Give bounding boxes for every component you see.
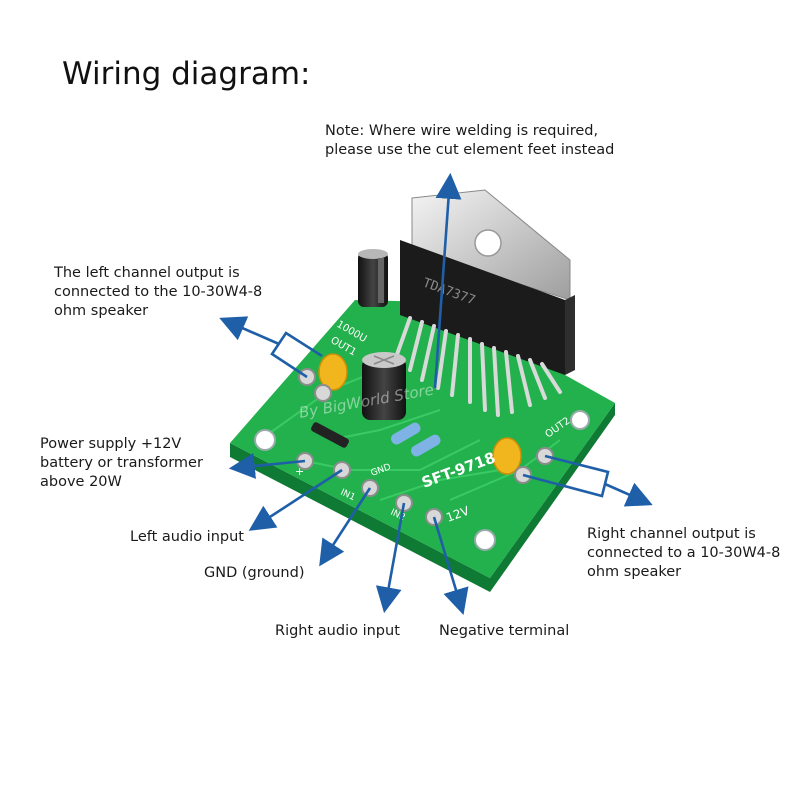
ceramic-capacitor-left bbox=[318, 353, 348, 391]
silk-plus: + bbox=[295, 465, 304, 478]
arrow-negative bbox=[432, 516, 469, 615]
ic-side bbox=[565, 295, 575, 375]
mounting-hole bbox=[254, 429, 276, 451]
large-capacitor bbox=[362, 352, 406, 420]
arrow-left-output bbox=[219, 316, 280, 346]
ic-body bbox=[400, 240, 565, 375]
welding-note: Note: Where wire welding is required, pl… bbox=[325, 123, 615, 158]
amplifier-ic: TDA7377 bbox=[400, 240, 575, 375]
heatsink-hole bbox=[474, 229, 502, 257]
right-audio-label: Right audio input bbox=[275, 623, 400, 639]
arrow-gnd bbox=[319, 487, 372, 567]
small-capacitor-stripe bbox=[378, 258, 384, 303]
gnd-label: GND (ground) bbox=[204, 565, 305, 581]
right-output-label: Right channel output is connected to a 1… bbox=[587, 526, 781, 580]
mounting-hole bbox=[570, 410, 590, 430]
negative-label: Negative terminal bbox=[439, 623, 570, 639]
ic-legs bbox=[393, 316, 562, 417]
arrows bbox=[219, 172, 653, 615]
resistor bbox=[390, 422, 421, 445]
power-supply-label: Power supply +12V battery or transformer… bbox=[40, 436, 203, 490]
large-capacitor-vent bbox=[373, 355, 395, 365]
arrow-right-output bbox=[604, 482, 653, 507]
heatsink bbox=[411, 189, 571, 301]
arrow-right-audio bbox=[375, 502, 406, 614]
page-title: Wiring diagram: bbox=[62, 56, 311, 92]
pcb-edge bbox=[230, 403, 615, 592]
resistor bbox=[410, 434, 441, 457]
diode bbox=[311, 422, 349, 448]
small-capacitor bbox=[358, 249, 388, 307]
small-capacitor-top bbox=[358, 249, 388, 259]
pad-out1-b bbox=[314, 384, 332, 402]
mounting-hole bbox=[474, 529, 496, 551]
resistors bbox=[311, 422, 441, 457]
arrow-power-supply bbox=[228, 453, 306, 479]
large-capacitor-body bbox=[362, 358, 406, 420]
left-output-label: The left channel output is connected to … bbox=[54, 265, 263, 319]
ceramic-capacitor-right bbox=[492, 437, 522, 475]
left-audio-label: Left audio input bbox=[130, 529, 244, 545]
arrow-left-audio bbox=[248, 468, 343, 531]
arrow-welding-note bbox=[433, 172, 462, 389]
